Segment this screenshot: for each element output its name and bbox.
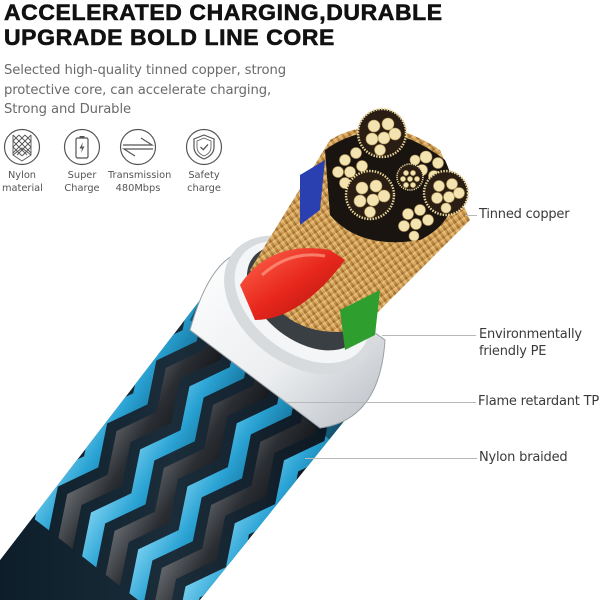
leader-line-tinned-copper	[465, 215, 477, 216]
headline: ACCELERATED CHARGING,DURABLE UPGRADE BOL…	[4, 0, 443, 50]
transfer-arrows-icon	[119, 128, 157, 166]
leader-line-nylon-braided	[305, 458, 477, 459]
battery-bolt-icon	[63, 128, 101, 166]
leader-line-tpe	[286, 402, 476, 403]
description-line-2: protective core, can accelerate charging…	[4, 82, 272, 98]
callout-nylon-braided: Nylon braided	[479, 450, 568, 465]
headline-line-1: ACCELERATED CHARGING,DURABLE	[4, 0, 443, 25]
callout-flame-retardant-tpe: Flame retardant TPE	[478, 394, 600, 409]
headline-line-2: UPGRADE BOLD LINE CORE	[4, 25, 335, 51]
description: Selected high-quality tinned copper, str…	[4, 61, 334, 120]
tinned-copper-strands	[325, 107, 470, 243]
description-line-1: Selected high-quality tinned copper, str…	[4, 63, 287, 78]
callout-tinned-copper: Tinned copper	[479, 207, 570, 222]
description-line-3: Strong and Durable	[4, 102, 132, 117]
leader-line-pe	[382, 335, 476, 336]
shield-check-icon	[185, 128, 223, 166]
nylon-mesh-icon	[3, 128, 41, 166]
